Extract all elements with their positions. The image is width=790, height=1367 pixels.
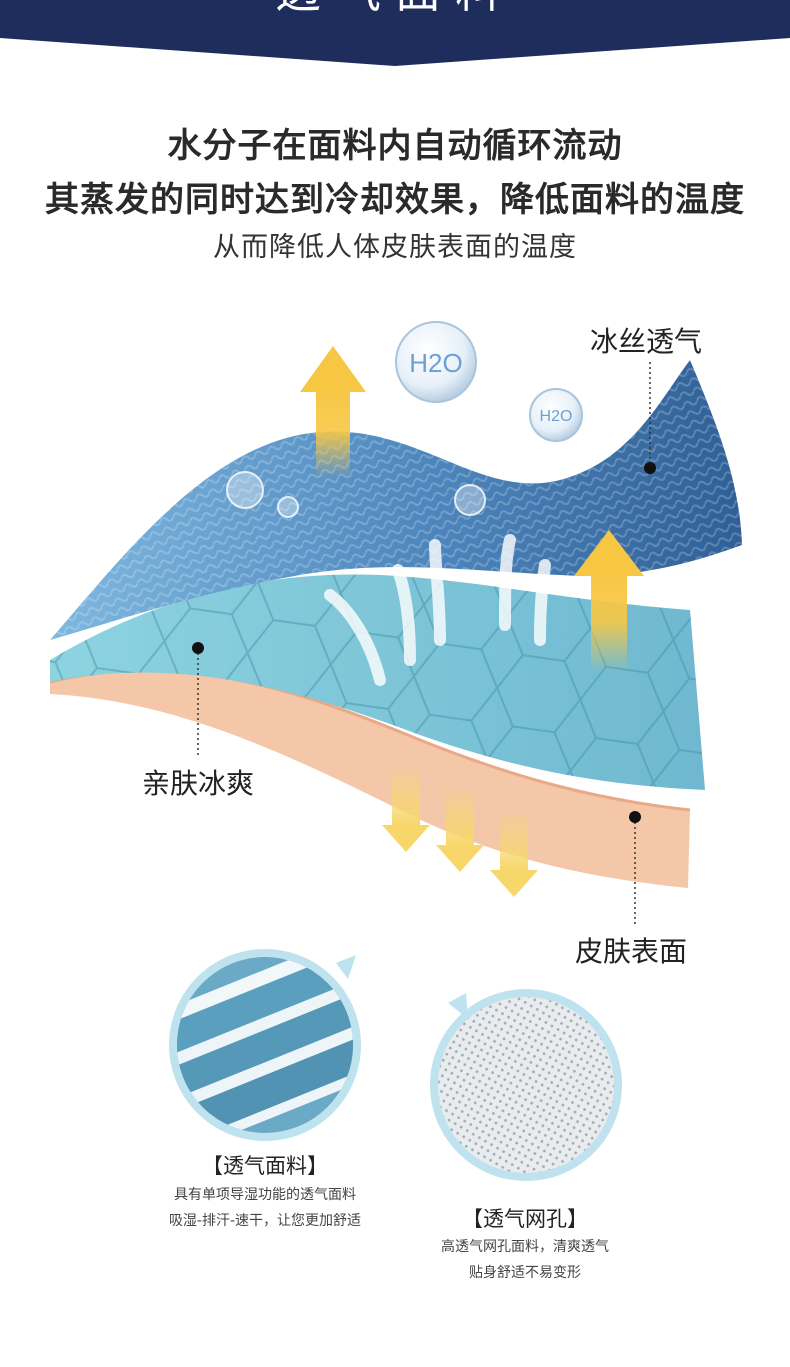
- label-skin-friendly: 亲肤冰爽: [142, 767, 255, 800]
- fabric-layers-illustration: H2O H2O: [49, 321, 742, 925]
- svg-text:H2O: H2O: [540, 408, 573, 425]
- label-skin-surface: 皮肤表面: [575, 935, 688, 968]
- heat-up-arrow-right: [574, 530, 644, 672]
- breathable-fabric-circle: [169, 949, 361, 1141]
- svg-text:H2O: H2O: [409, 348, 462, 378]
- banner-title: 透气面料: [0, 0, 790, 16]
- evaporation-arrows: [324, 534, 551, 686]
- cooling-down-arrows: [382, 770, 538, 897]
- water-bubble-large: H2O: [395, 321, 477, 403]
- water-bubble-small: H2O: [529, 388, 583, 442]
- label-ice-silk: 冰丝透气: [590, 325, 703, 358]
- feature-title-breathable-mesh: 【透气网孔】: [462, 1207, 588, 1231]
- breathable-mesh-circle: [430, 989, 622, 1181]
- feature-desc-breathable-fabric-2: 吸湿-排汗-速干，让您更加舒适: [168, 1213, 362, 1229]
- headline-line-1: 水分子在面料内自动循环流动: [167, 126, 623, 166]
- feature-desc-breathable-mesh-2: 贴身舒适不易变形: [469, 1265, 581, 1281]
- feature-desc-breathable-fabric-1: 具有单项导湿功能的透气面料: [174, 1187, 356, 1203]
- heat-up-arrow-left: [300, 346, 366, 478]
- headline-line-2: 其蒸发的同时达到冷却效果，降低面料的温度: [45, 180, 745, 220]
- feature-desc-breathable-mesh-1: 高透气网孔面料，清爽透气: [441, 1239, 609, 1255]
- top-banner: [0, 0, 790, 66]
- headline-line-3: 从而降低人体皮肤表面的温度: [213, 232, 577, 263]
- feature-title-breathable-fabric: 【透气面料】: [202, 1154, 328, 1178]
- skin-layer: [50, 670, 690, 888]
